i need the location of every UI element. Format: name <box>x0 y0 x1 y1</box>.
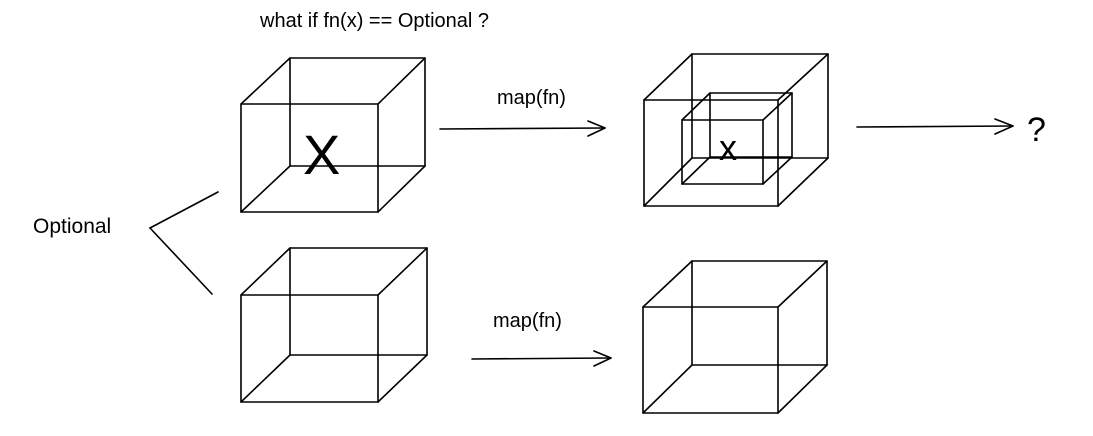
result-arrow <box>856 118 1014 135</box>
inner-cube <box>681 92 793 185</box>
top-map-label: map(fn) <box>497 87 566 109</box>
value-x-label: X <box>303 123 340 186</box>
question-mark-label: ? <box>1027 111 1046 149</box>
diagram-title: what if fn(x) == Optional ? <box>259 10 489 32</box>
empty-cube-left <box>240 247 428 403</box>
empty-cube-right <box>642 260 828 414</box>
optional-label: Optional <box>33 215 111 238</box>
bottom-map-arrow <box>471 350 612 367</box>
outer-cube <box>643 53 829 207</box>
branch-lines <box>149 191 219 295</box>
nested-x-label: x <box>719 127 737 168</box>
cube-with-value <box>240 57 426 213</box>
top-map-arrow <box>439 120 606 137</box>
bottom-map-label: map(fn) <box>493 310 562 332</box>
